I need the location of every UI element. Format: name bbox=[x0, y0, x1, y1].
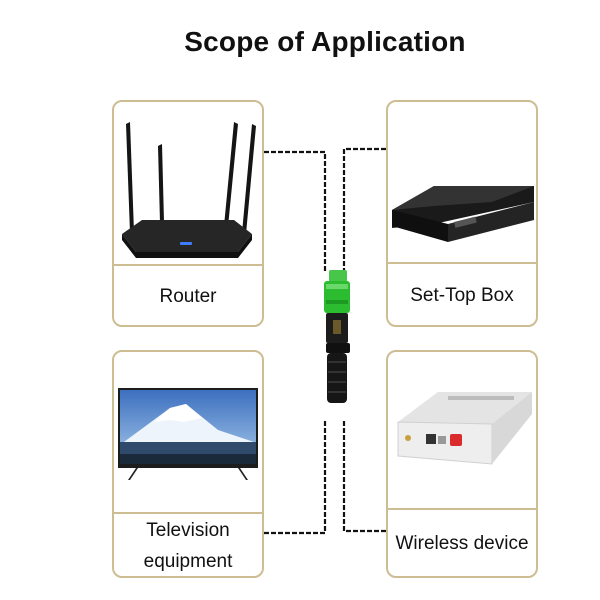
cable-to-wireless-device bbox=[342, 420, 386, 533]
wireless-device-icon bbox=[388, 352, 536, 508]
set-top-box-icon bbox=[388, 102, 536, 262]
television-label: Television equipment bbox=[114, 512, 262, 576]
wireless-device-card: Wireless device bbox=[386, 350, 538, 578]
cable-to-router bbox=[264, 150, 327, 272]
page-title: Scope of Application bbox=[184, 26, 466, 57]
wireless-device-label: Wireless device bbox=[388, 508, 536, 576]
router-icon bbox=[114, 102, 262, 264]
television-card: Television equipment bbox=[112, 350, 264, 578]
router-label: Router bbox=[114, 264, 262, 325]
television-icon bbox=[114, 352, 262, 512]
fiber-connector-icon bbox=[324, 270, 350, 403]
set-top-box-label: Set-Top Box bbox=[388, 262, 536, 325]
router-card: Router bbox=[112, 100, 264, 327]
cable-to-television bbox=[264, 420, 327, 535]
cable-to-set-top-box bbox=[342, 147, 386, 272]
set-top-box-card: Set-Top Box bbox=[386, 100, 538, 327]
